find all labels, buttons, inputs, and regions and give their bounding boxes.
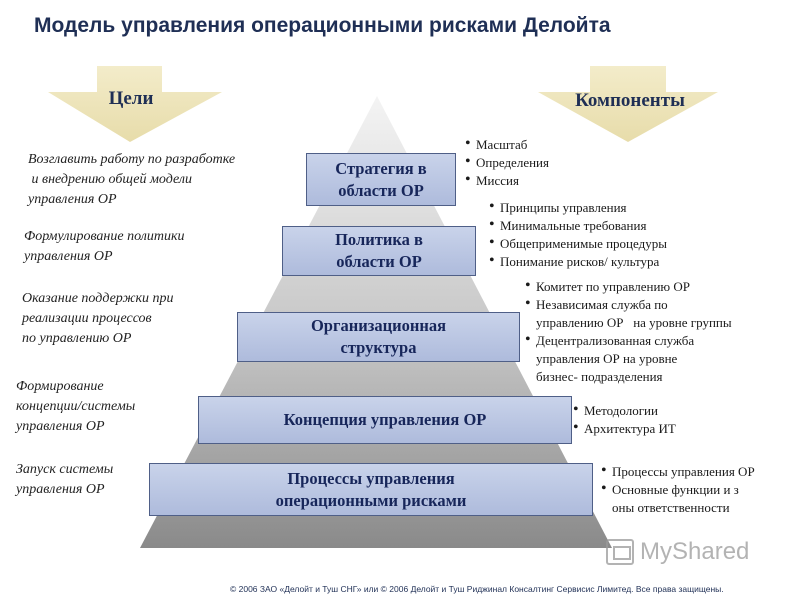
level-processes: Процессы управления операционными рискам… (149, 463, 593, 516)
list-item: •Понимание рисков/ культура (489, 252, 660, 270)
list-item: •Основные функции и з оны ответственност… (601, 480, 739, 516)
list-item: •Комитет по управлению ОР (525, 277, 690, 295)
goal-1: Возглавить работу по разработке и внедре… (28, 152, 236, 207)
list-item: •Общеприменимые процедуры (489, 234, 667, 252)
level-concept: Концепция управления ОР (198, 396, 572, 444)
goal-3: Оказание поддержки при реализации процес… (22, 291, 174, 346)
list-item: •Процессы управления ОР (601, 462, 755, 480)
level-strategy: Стратегия в области ОР (306, 153, 456, 206)
page-title: Модель управления операционными рисками … (34, 14, 611, 37)
watermark-text: MyShared (640, 538, 750, 565)
goal-2: Формулирование политики управления ОР (24, 229, 185, 264)
list-item: •Архитектура ИТ (573, 419, 676, 437)
goals-arrow (48, 66, 222, 142)
list-item: •Методологии (573, 401, 658, 419)
list-item: •Определения (465, 153, 549, 171)
goals-arrow-label: Цели (108, 88, 154, 109)
copyright-footer: © 2006 ЗАО «Делойт и Туш СНГ» или © 2006… (230, 584, 724, 594)
list-item: •Принципы управления (489, 198, 627, 216)
level-policy: Политика в области ОР (282, 226, 476, 276)
components-org-structure: •Комитет по управлению ОР •Независимая с… (525, 277, 732, 386)
components-arrow (538, 66, 718, 142)
components-processes: •Процессы управления ОР •Основные функци… (601, 462, 755, 517)
components-policy: •Принципы управления •Минимальные требов… (489, 198, 667, 271)
level-org-structure: Организационная структура (237, 312, 520, 362)
components-strategy: •Масштаб •Определения •Миссия (465, 135, 549, 190)
list-item: •Децентрализованная служба управления ОР… (525, 331, 695, 385)
watermark: MyShared (606, 532, 776, 572)
list-item: •Миссия (465, 171, 519, 189)
goal-5: Запуск системы управления ОР (16, 462, 114, 497)
goal-4: Формирование концепции/системы управлени… (16, 379, 136, 434)
components-concept: •Методологии •Архитектура ИТ (573, 401, 676, 438)
list-item: •Независимая служба по управлению ОР на … (525, 295, 732, 331)
list-item: •Масштаб (465, 135, 528, 153)
presentation-icon (606, 539, 634, 565)
components-arrow-label: Компоненты (575, 90, 685, 111)
list-item: •Минимальные требования (489, 216, 647, 234)
